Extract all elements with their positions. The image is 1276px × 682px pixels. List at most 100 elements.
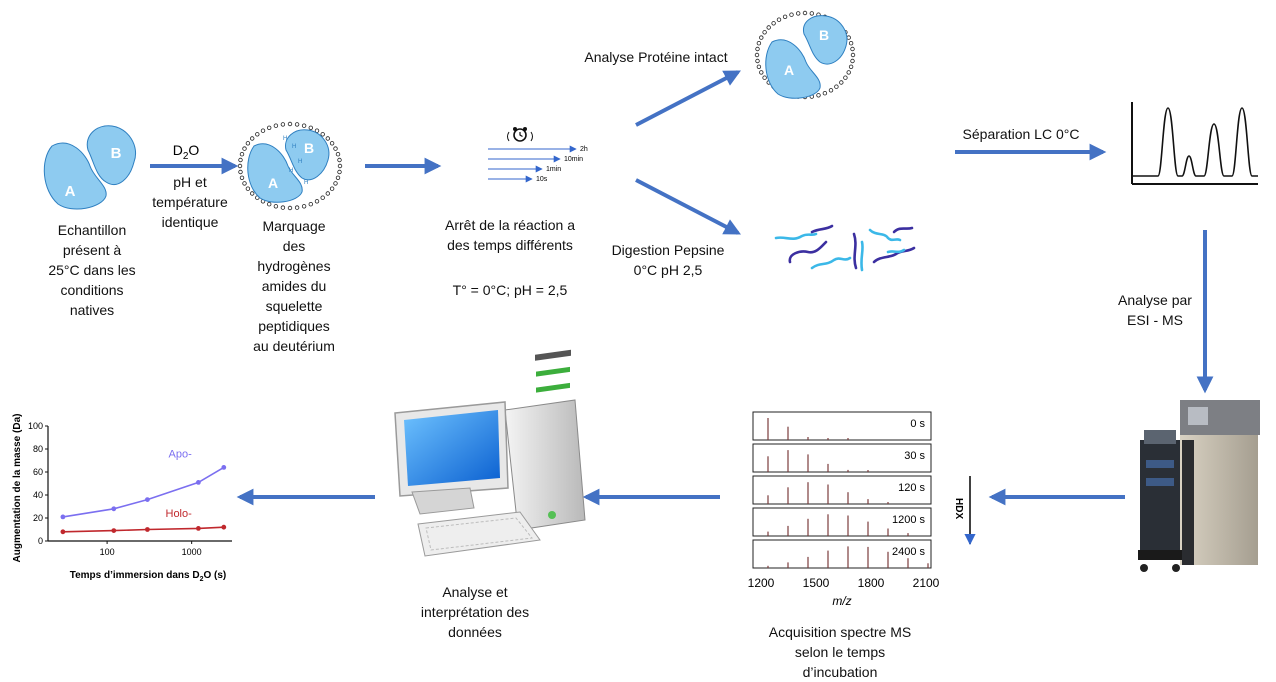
arrow-to-digestion xyxy=(635,178,741,235)
uptake-plot: Augmentation de la masse (Da) Temps d’im… xyxy=(12,414,232,583)
data-point xyxy=(196,526,201,531)
deuterium-dot xyxy=(796,11,801,16)
spectrum-time-label: 2400 s xyxy=(892,546,926,558)
series-label: Apo- xyxy=(169,448,193,460)
peptide-fragments xyxy=(774,224,916,272)
data-point xyxy=(221,524,227,530)
deuterium-dot xyxy=(843,75,848,80)
spectrum-time-label: 120 s xyxy=(898,482,925,494)
deuterium-dot xyxy=(255,132,260,137)
spectrum-panel xyxy=(752,443,932,473)
quench-timeline: 2h 10min 1min 10s xyxy=(488,127,588,183)
deuterium-dot xyxy=(267,125,272,130)
deuterium-dot xyxy=(776,17,782,22)
x-tick-label: 100 xyxy=(100,547,115,557)
deuterium-dot xyxy=(809,11,814,16)
mz-tick: 2100 xyxy=(913,576,940,590)
deuterium-dot xyxy=(249,191,255,196)
time-label-2h: 2h xyxy=(580,146,588,153)
hdx-direction-arrow: HDX xyxy=(953,476,976,546)
deuterium-dot xyxy=(245,141,251,146)
subunit-a-letter: A xyxy=(268,175,278,191)
deuterium-dot xyxy=(848,41,854,46)
arrow-to-intact xyxy=(635,70,741,127)
deuterium-dot xyxy=(755,46,760,52)
deuterium-dot xyxy=(828,88,834,93)
deuterium-dot xyxy=(846,70,851,75)
deuterium-dot xyxy=(267,201,272,207)
deuterium-dot xyxy=(756,41,762,46)
deuterium-dot xyxy=(848,64,854,69)
mz-tick: 1200 xyxy=(748,576,775,590)
deuterium-dot xyxy=(237,163,243,169)
deuterium-dot xyxy=(839,80,844,85)
data-point xyxy=(111,506,117,512)
lc-label: Séparation LC 0°C xyxy=(962,126,1080,142)
deuterium-dot xyxy=(308,125,313,130)
deuterium-dot xyxy=(337,169,342,175)
deuterium-dot xyxy=(314,199,320,204)
data-point xyxy=(196,480,201,485)
spectrum-time-label: 0 s xyxy=(910,418,925,430)
subunit-b-letter: B xyxy=(819,27,829,43)
deuterium-dot xyxy=(822,90,828,96)
deuterium-dot xyxy=(301,204,307,209)
deuterium-dot xyxy=(280,205,286,210)
deuterium-dot xyxy=(333,181,338,186)
intact-label: Analyse Protéine intact xyxy=(584,49,728,65)
mass-spectrometer xyxy=(1138,400,1260,572)
time-label-1min: 1min xyxy=(546,166,561,173)
time-label-10min: 10min xyxy=(564,156,583,163)
deuterium-dots xyxy=(237,121,343,211)
series-line xyxy=(62,466,225,518)
data-point xyxy=(60,529,66,535)
deuterium-dot xyxy=(260,128,266,133)
deuterium-dot xyxy=(320,132,325,137)
deuterium-dot xyxy=(238,157,243,163)
deuterium-dot xyxy=(782,14,788,19)
deuterium-dot xyxy=(759,70,764,75)
mz-label: m/z xyxy=(832,594,851,608)
x-axis-label: Temps d’immersion dans D2O (s) xyxy=(70,570,227,583)
deuterium-dot xyxy=(273,204,279,209)
deuterium-dot xyxy=(834,84,839,89)
deuterium-dot xyxy=(766,25,771,30)
svg-text:H: H xyxy=(304,180,308,186)
deuterium-dot xyxy=(756,64,762,69)
deuterium-dot xyxy=(242,181,247,186)
data-point xyxy=(145,527,150,532)
alarm-clock-icon xyxy=(507,127,533,142)
deuterium-dot xyxy=(287,205,293,211)
y-tick-label: 0 xyxy=(38,536,43,546)
y-tick-label: 40 xyxy=(33,490,43,500)
native-protein-complex: A B xyxy=(43,125,136,210)
deuterium-dot xyxy=(329,186,335,191)
deuterium-dot xyxy=(337,163,343,169)
deuterium-dot xyxy=(294,122,300,127)
deuterium-dot xyxy=(759,35,764,40)
deuterium-dot xyxy=(762,30,767,35)
deuterated-protein: A B H H H H H xyxy=(237,121,343,211)
data-point xyxy=(145,497,150,502)
quench-conditions: T° = 0°C; pH = 2,5 xyxy=(452,282,568,298)
computer-icon xyxy=(394,349,586,557)
mz-tick: 1500 xyxy=(803,576,830,590)
svg-text:H: H xyxy=(283,136,287,142)
deuterium-dot xyxy=(335,175,341,180)
svg-text:H: H xyxy=(292,144,296,150)
deuterium-dot xyxy=(850,58,855,64)
deuterium-dot xyxy=(245,186,251,191)
deuterium-dot xyxy=(239,151,245,157)
deuterium-dot xyxy=(280,122,286,127)
deuterium-dot xyxy=(850,46,855,52)
deuterium-dot xyxy=(239,175,245,180)
deuterium-dot xyxy=(789,12,794,17)
data-point xyxy=(111,528,117,533)
y-tick-label: 60 xyxy=(33,467,43,477)
deuterium-dot xyxy=(294,205,300,210)
